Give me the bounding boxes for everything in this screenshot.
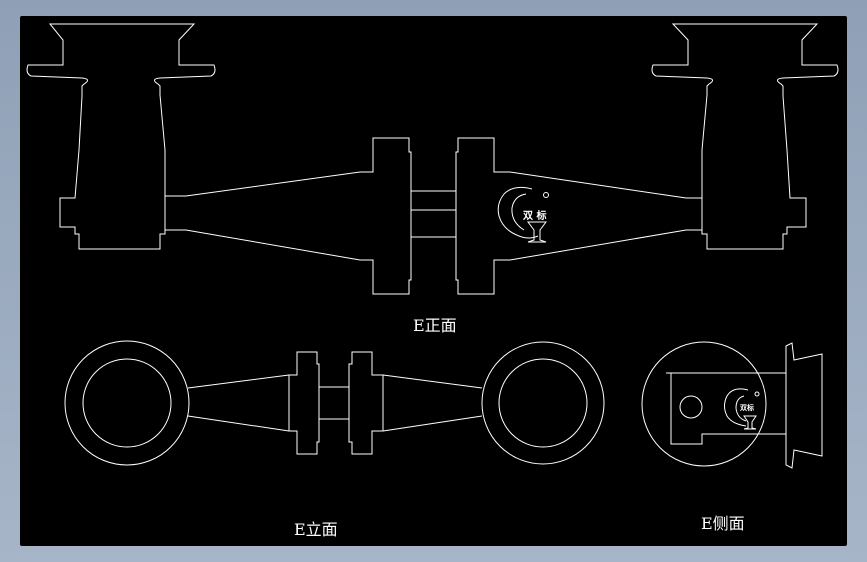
side-logo-r-circle (754, 391, 760, 397)
front-logo: 双 标 (497, 186, 549, 243)
front-inner-lines (164, 191, 703, 237)
side-view: 双标 (641, 341, 823, 469)
front-logo-text: 双 标 (523, 209, 546, 222)
front-view: 双 标 (26, 23, 839, 295)
side-view-label: E侧面 (701, 514, 745, 533)
side-bracket (666, 342, 823, 469)
side-logo: 双标 (724, 388, 760, 430)
right-ring-outer (481, 341, 605, 465)
elevation-connecting-rods (187, 374, 483, 432)
front-view-label: E正面 (413, 316, 457, 335)
elevation-view-label: E立面 (294, 520, 338, 539)
side-logo-text: 双标 (740, 403, 754, 412)
right-ring-inner (498, 358, 588, 448)
elevation-coupling (288, 351, 384, 455)
drawing-canvas (20, 16, 847, 546)
left-flange-outline (26, 23, 839, 295)
logo-cup-mark (527, 221, 547, 243)
side-ring (641, 341, 767, 467)
side-hole (679, 395, 703, 419)
left-ring-outer (64, 340, 190, 466)
left-ring-inner (82, 358, 172, 448)
side-logo-c-mark (724, 388, 749, 427)
side-logo-cup-mark (743, 415, 757, 430)
logo-c-mark (497, 186, 539, 239)
logo-r-circle (543, 192, 549, 198)
elevation-view (64, 340, 605, 466)
